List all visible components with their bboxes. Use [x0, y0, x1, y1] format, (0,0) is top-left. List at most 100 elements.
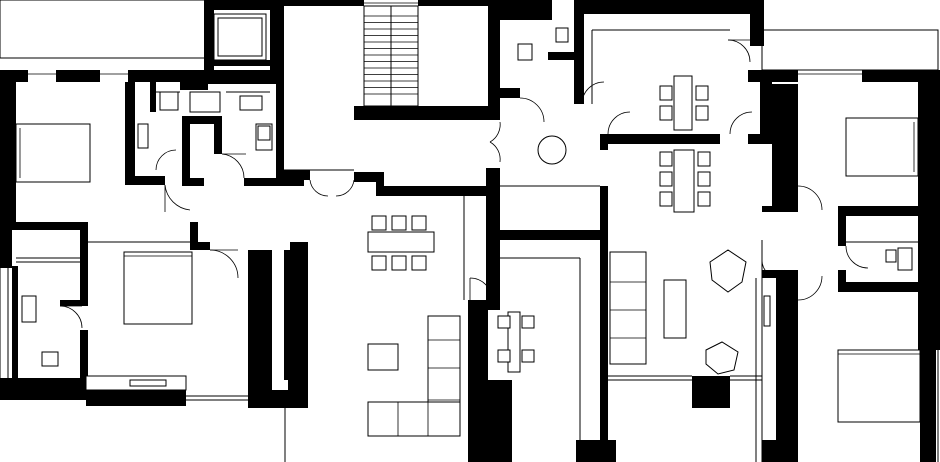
wall	[920, 346, 936, 462]
chair	[497, 315, 511, 329]
sofa-icon	[367, 315, 461, 437]
wall	[762, 270, 798, 278]
wall	[288, 378, 308, 408]
wall	[248, 250, 272, 392]
wall	[60, 300, 88, 306]
wall	[418, 0, 490, 6]
wall	[290, 242, 308, 250]
chair	[697, 151, 711, 167]
wall	[270, 0, 284, 72]
wall	[204, 0, 284, 10]
chair	[497, 349, 511, 363]
wall	[128, 70, 184, 82]
wall	[488, 0, 500, 116]
chair	[659, 191, 673, 207]
wall	[150, 82, 156, 112]
wall	[190, 222, 198, 250]
chair	[411, 215, 427, 231]
wall	[80, 222, 88, 302]
wall	[600, 186, 608, 456]
door-swing-icon	[59, 39, 869, 329]
chair	[411, 255, 427, 271]
wall	[244, 178, 304, 186]
dresser	[85, 375, 187, 391]
wall	[468, 300, 488, 462]
wall	[80, 330, 88, 390]
wall	[248, 390, 288, 408]
wall	[600, 134, 720, 144]
wall	[762, 440, 778, 462]
wall	[488, 406, 512, 462]
wall	[600, 134, 608, 150]
chair	[521, 315, 535, 329]
wall	[750, 0, 764, 46]
chair	[659, 171, 673, 187]
wall	[276, 82, 284, 186]
wall	[762, 206, 798, 212]
wall	[0, 378, 86, 400]
toilet-icon	[21, 27, 913, 367]
wall	[574, 0, 584, 104]
wall	[918, 70, 940, 350]
wall	[190, 242, 210, 250]
dining-table-icon	[367, 215, 435, 271]
chair	[695, 85, 709, 101]
chair	[697, 171, 711, 187]
wall	[486, 270, 500, 300]
armchair-icon	[705, 249, 747, 375]
chair	[521, 349, 535, 363]
wall	[376, 186, 498, 196]
windows	[28, 2, 862, 327]
wall	[284, 250, 308, 380]
shaft	[213, 13, 267, 61]
chair	[391, 215, 407, 231]
wall	[12, 222, 88, 230]
wall	[498, 230, 602, 240]
dining-table-icon	[497, 135, 567, 373]
wall	[56, 70, 100, 82]
wall	[0, 70, 16, 230]
chair	[697, 191, 711, 207]
chair	[659, 105, 673, 121]
sofa-icon	[609, 251, 687, 365]
chair	[695, 105, 709, 121]
sink-icon	[257, 125, 897, 263]
wall	[838, 270, 846, 290]
wall	[500, 0, 552, 20]
wall	[204, 70, 284, 84]
wall	[584, 0, 764, 14]
wall	[354, 172, 384, 182]
wall	[760, 82, 772, 144]
wall	[576, 440, 616, 462]
wall	[772, 84, 798, 206]
wall	[182, 178, 204, 186]
wall	[182, 116, 190, 186]
wall	[692, 376, 730, 408]
chair	[371, 215, 387, 231]
bed-icon	[15, 117, 921, 423]
wall	[776, 276, 798, 462]
wall	[12, 266, 18, 386]
wall	[135, 176, 165, 185]
wall	[214, 116, 222, 154]
wall	[284, 0, 364, 6]
wall	[125, 82, 135, 185]
wall	[204, 0, 214, 72]
chair	[659, 151, 673, 167]
chair	[391, 255, 407, 271]
wall	[838, 206, 918, 216]
wall	[0, 228, 12, 268]
dining-table-icon	[659, 75, 711, 213]
wall	[748, 70, 798, 82]
chair	[659, 85, 673, 101]
wall	[548, 52, 578, 60]
chair	[371, 255, 387, 271]
wall	[354, 106, 500, 120]
wall	[180, 70, 208, 90]
wall	[376, 172, 384, 192]
wall	[182, 116, 222, 124]
wall	[838, 282, 918, 292]
wall	[838, 206, 846, 246]
